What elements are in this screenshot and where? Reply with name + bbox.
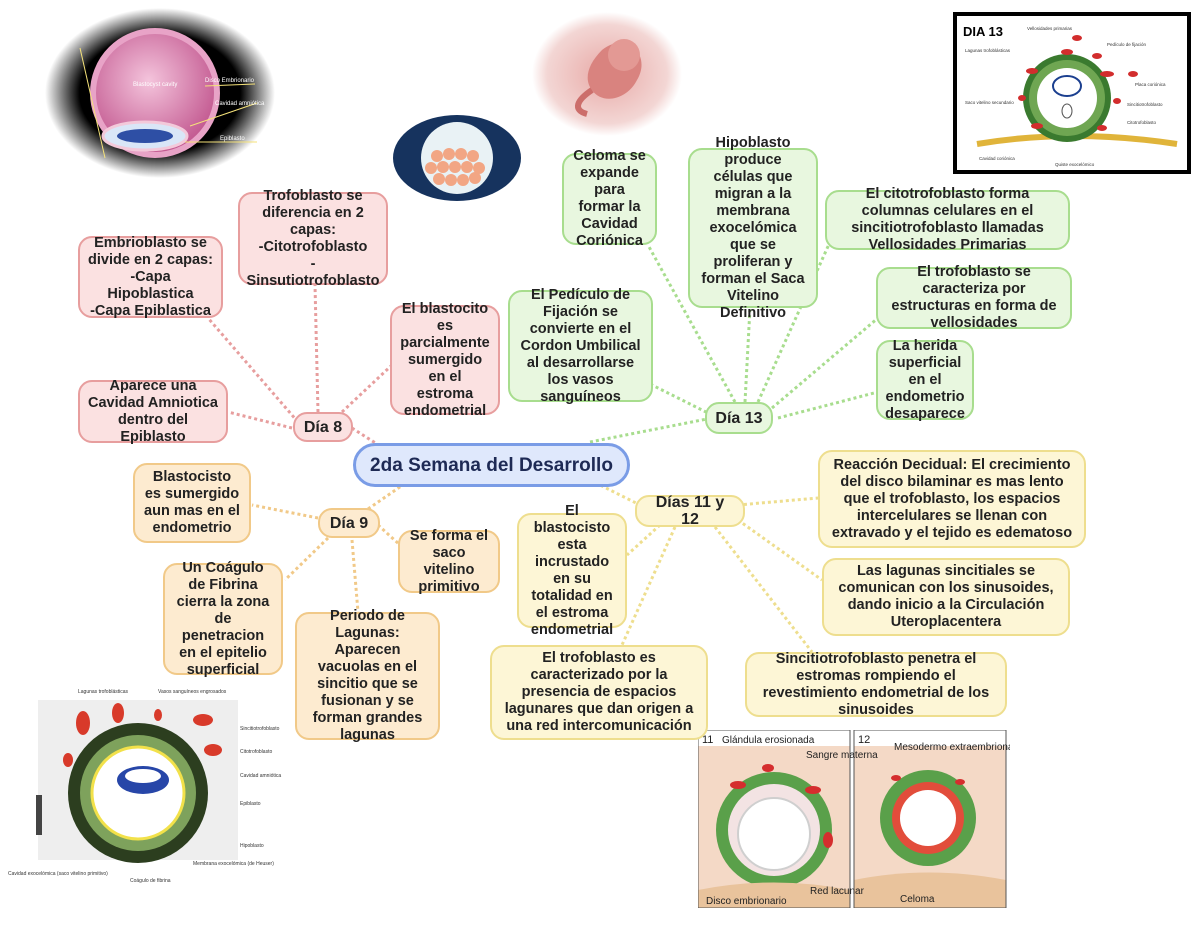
blastocyst-label-epiblasto: Epiblasto <box>220 136 245 142</box>
note-periodo-lagunas[interactable]: Periodo de Lagunas: Aparecen vacuolas en… <box>295 608 440 743</box>
connector-dia13-pediculo <box>651 383 713 417</box>
dia13-label-cavidad: Cavidad coriónica <box>979 156 1015 161</box>
connector-dia9-coagulo <box>283 536 330 582</box>
dias11-12-figure: 11 12 Glándula erosionada Sangre materna… <box>697 729 1025 909</box>
dia9-label-vasos: Vasos sanguíneos engrosados <box>158 689 227 695</box>
label-celoma: Celoma <box>900 894 935 905</box>
note-blastocito-sumergido[interactable]: El blastocito es parcialmente sumergido … <box>390 301 500 419</box>
dia9-label-membrana: Membrana exocelómica (de Heuser) <box>193 861 274 867</box>
dia9-label-coagulo: Coágulo de fibrina <box>130 878 171 884</box>
note-blastocisto-incrustado[interactable]: El blastocisto esta incrustado en su tot… <box>517 503 627 638</box>
note-trofoblasto-capas[interactable]: Trofoblasto se diferencia en 2 capas: -C… <box>238 188 388 289</box>
connector-dia8-blastocito <box>340 363 394 414</box>
note-herida-superficial[interactable]: La herida superficial en el endometrio d… <box>876 338 974 422</box>
dia13-label-sincitio: Sincitiotrofoblasto <box>1127 102 1163 107</box>
day-node-dia8[interactable]: Día 8 <box>293 412 353 442</box>
dia13-label-lagunas: Lagunas trofoblásticas <box>965 48 1011 53</box>
day-node-dia9[interactable]: Día 9 <box>318 508 380 538</box>
note-saco-vitelino[interactable]: Se forma el saco vitelino primitivo <box>398 528 500 595</box>
dia13-label-quiste: Quiste exocelómico <box>1055 162 1095 167</box>
connector-d11-lagunas <box>737 518 823 582</box>
day-node-dia13[interactable]: Día 13 <box>705 402 773 434</box>
label-sangre: Sangre materna <box>806 750 878 761</box>
blastocyst-image: Blastocyst cavity Disco Embrionario Cavi… <box>45 8 275 178</box>
day-node-dias11-12[interactable]: Días 11 y 12 <box>635 494 745 528</box>
morula-icon <box>392 114 522 202</box>
dia9-label-epiblasto: Epiblasto <box>240 801 261 807</box>
connector-dia13-herida <box>777 390 879 420</box>
dia9-figure: Lagunas trofoblásticas Vasos sanguíneos … <box>8 685 293 885</box>
label-glandula: Glándula erosionada <box>722 735 815 746</box>
blastocyst-label-cavity: Blastocyst cavity <box>133 82 177 88</box>
blastocyst-label-disco: Disco Embrionario <box>205 78 255 84</box>
note-sincitiotrofoblasto-penetra[interactable]: Sincitiotrofoblasto penetra el estromas … <box>745 651 1007 718</box>
note-lagunas-sinusoides[interactable]: Las lagunas sincitiales se comunican con… <box>822 558 1070 636</box>
dia9-label-cavidad: Cavidad exocelómica (saco vitelino primi… <box>8 871 108 877</box>
dia13-label-pediculo: Pedículo de fijación <box>1107 42 1147 47</box>
dia9-label-lagunas: Lagunas trofoblásticas <box>78 689 129 695</box>
connector-dia13-trofoblasto <box>771 316 879 410</box>
dia13-label-vellosidades: Vellosidades primarias <box>1027 26 1073 31</box>
note-celoma[interactable]: Celoma se expande para formar la Cavidad… <box>562 148 657 249</box>
note-vellosidades-primarias[interactable]: El citotrofoblasto forma columnas celula… <box>825 186 1070 253</box>
note-red-intercomunicacion[interactable]: El trofoblasto es caracterizado por la p… <box>490 645 708 740</box>
connector-d11-red <box>620 526 677 646</box>
center-topic[interactable]: 2da Semana del Desarrollo <box>353 443 630 487</box>
connector-dia9-lagunas <box>350 539 360 613</box>
dia13-figure-title: DIA 13 <box>963 24 1003 39</box>
connector-dia9-saco <box>376 523 402 547</box>
connector-dia13-vellosidades <box>756 241 832 403</box>
label-mesodermo: Mesodermo extraembrionario <box>894 742 1010 753</box>
dia13-label-placa: Placa coriónica <box>1135 82 1166 87</box>
connector-d11-blastocisto <box>625 523 662 557</box>
dia13-label-saco: Saco vitelino secundario <box>965 100 1014 105</box>
dia13-label-citotrofoblasto: Citotrofoblasto <box>1127 120 1157 125</box>
dia9-label-hipoblasto: Hipoblasto <box>240 843 264 849</box>
note-coagulo-fibrina[interactable]: Un Coágulo de Fibrina cierra la zona de … <box>163 560 283 678</box>
connector-dia13-hipoblasto <box>743 307 752 403</box>
connector-dia8-embrioblasto <box>206 317 300 423</box>
connector-dia9-blastocisto <box>251 503 319 520</box>
dia9-label-amniotica: Cavidad amniótica <box>240 773 281 779</box>
note-trofoblasto-vellosidades[interactable]: El trofoblasto se caracteriza por estruc… <box>876 264 1072 331</box>
panel11-number: 11 <box>702 734 713 746</box>
blastocyst-label-amniotica: Cavidad amniótica <box>215 101 265 107</box>
note-reaccion-decidual[interactable]: Reacción Decidual: El crecimiento del di… <box>818 450 1086 548</box>
connector-d11-sincitio <box>713 526 814 653</box>
embryo-image <box>532 10 682 138</box>
note-blastocisto-sumergido[interactable]: Blastocisto es sumergido aun mas en el e… <box>133 463 251 543</box>
note-hipoblasto[interactable]: Hipoblasto produce células que migran a … <box>688 135 818 321</box>
note-embrioblasto[interactable]: Embrioblasto se divide en 2 capas: -Capa… <box>78 235 223 319</box>
connector-center-dia13 <box>589 416 713 444</box>
note-cavidad-amniotica[interactable]: Aparece una Cavidad Amniotica dentro del… <box>78 378 228 445</box>
panel12-number: 12 <box>858 734 870 746</box>
label-red-lacunar: Red lacunar <box>810 886 865 897</box>
label-disco: Disco embrionario <box>706 896 787 907</box>
dia9-label-sincitio: Sincitiotrofoblasto <box>240 726 280 732</box>
dia13-figure: DIA 13 Vellosidades primarias Pedículo d… <box>953 12 1191 174</box>
note-pediculo-fijacion[interactable]: El Pedículo de Fijación se convierte en … <box>508 287 653 405</box>
connector-dia8-amniotica <box>227 410 293 430</box>
connector-d11-reaccion <box>737 496 819 507</box>
connector-dia8-trofoblasto <box>313 284 320 413</box>
dia9-label-citotrofoblasto: Citotrofoblasto <box>240 749 272 755</box>
